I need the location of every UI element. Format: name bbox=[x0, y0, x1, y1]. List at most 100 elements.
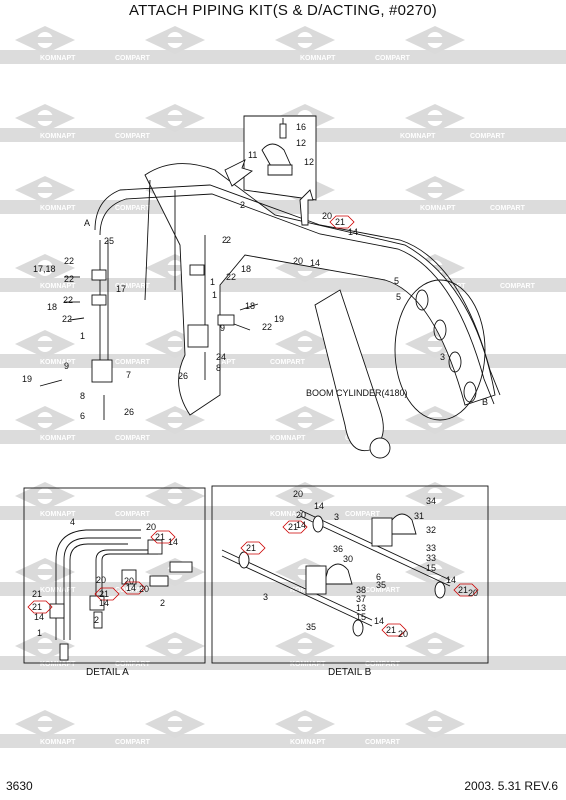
svg-text:7: 7 bbox=[126, 370, 131, 380]
svg-text:COMPART: COMPART bbox=[115, 283, 151, 290]
svg-text:2: 2 bbox=[226, 235, 231, 245]
svg-text:KOMNAPT: KOMNAPT bbox=[40, 661, 76, 668]
part-21-callout-b2: 21 bbox=[240, 541, 266, 555]
page-number: 3630 bbox=[6, 779, 33, 793]
svg-text:22: 22 bbox=[262, 322, 272, 332]
svg-text:9: 9 bbox=[220, 323, 225, 333]
svg-text:COMPART: COMPART bbox=[115, 359, 151, 366]
svg-text:20: 20 bbox=[398, 629, 408, 639]
svg-text:21: 21 bbox=[32, 589, 42, 599]
svg-text:COMPART: COMPART bbox=[115, 739, 151, 746]
svg-text:21: 21 bbox=[246, 543, 256, 553]
svg-text:6: 6 bbox=[376, 572, 381, 582]
svg-text:COMPART: COMPART bbox=[365, 587, 401, 594]
svg-text:18: 18 bbox=[47, 302, 57, 312]
svg-text:14: 14 bbox=[168, 537, 178, 547]
svg-text:KOMNAPT: KOMNAPT bbox=[40, 133, 76, 140]
svg-text:35: 35 bbox=[376, 580, 386, 590]
svg-text:KOMNAPT: KOMNAPT bbox=[40, 435, 76, 442]
svg-text:38: 38 bbox=[356, 585, 366, 595]
svg-text:KOMNAPT: KOMNAPT bbox=[270, 435, 306, 442]
part-21-callout-main: 21 bbox=[329, 215, 355, 229]
svg-text:21: 21 bbox=[335, 217, 345, 227]
page-title: ATTACH PIPING KIT(S & D/ACTING, #0270) bbox=[129, 2, 437, 19]
part-21-callout-a4: 21 bbox=[27, 600, 53, 614]
svg-text:COMPART: COMPART bbox=[115, 205, 151, 212]
detail-a-label: DETAIL A bbox=[86, 667, 129, 678]
svg-text:33: 33 bbox=[426, 543, 436, 553]
svg-text:3: 3 bbox=[334, 512, 339, 522]
svg-text:KOMNAPT: KOMNAPT bbox=[420, 205, 456, 212]
part-21-callout-b4: 21 bbox=[381, 623, 407, 637]
svg-text:22: 22 bbox=[64, 274, 74, 284]
svg-text:20: 20 bbox=[124, 576, 134, 586]
svg-text:18: 18 bbox=[245, 301, 255, 311]
detail-a: 4 20 21 14 20 21 14 20 14 20 21 21 bbox=[23, 487, 206, 664]
svg-text:KOMNAPT: KOMNAPT bbox=[270, 511, 306, 518]
svg-text:COMPART: COMPART bbox=[345, 511, 381, 518]
svg-text:14: 14 bbox=[310, 258, 320, 268]
svg-text:20: 20 bbox=[296, 510, 306, 520]
svg-text:KOMNAPT: KOMNAPT bbox=[290, 661, 326, 668]
svg-text:21: 21 bbox=[32, 602, 42, 612]
part-21-callout-a1: 21 bbox=[150, 530, 176, 544]
svg-text:25: 25 bbox=[104, 236, 114, 246]
svg-text:3: 3 bbox=[440, 352, 445, 362]
svg-text:A: A bbox=[84, 218, 90, 228]
svg-text:COMPART: COMPART bbox=[115, 435, 151, 442]
svg-text:COMPART: COMPART bbox=[490, 205, 526, 212]
svg-text:13: 13 bbox=[356, 603, 366, 613]
part-21-callout-b3: 21 bbox=[453, 583, 479, 597]
svg-text:KOMNAPT: KOMNAPT bbox=[40, 739, 76, 746]
detail-b-label: DETAIL B bbox=[328, 667, 372, 678]
svg-text:15: 15 bbox=[426, 563, 436, 573]
svg-text:22: 22 bbox=[64, 256, 74, 266]
svg-text:19: 19 bbox=[274, 314, 284, 324]
svg-text:21: 21 bbox=[155, 532, 165, 542]
svg-text:14: 14 bbox=[314, 501, 324, 511]
svg-text:COMPART: COMPART bbox=[115, 133, 151, 140]
svg-text:KOMNAPT: KOMNAPT bbox=[40, 283, 76, 290]
detail-b: 20 14 21 20 3 34 31 32 14 21 36 30 33 33… bbox=[211, 485, 489, 664]
svg-text:31: 31 bbox=[414, 511, 424, 521]
detail-a-frame bbox=[23, 487, 206, 664]
svg-text:9: 9 bbox=[64, 361, 69, 371]
svg-text:2: 2 bbox=[222, 235, 227, 245]
svg-text:COMPART: COMPART bbox=[115, 55, 151, 62]
svg-text:14: 14 bbox=[348, 227, 358, 237]
svg-text:34: 34 bbox=[426, 496, 436, 506]
svg-text:COMPART: COMPART bbox=[500, 283, 536, 290]
svg-text:12: 12 bbox=[304, 157, 314, 167]
svg-text:B: B bbox=[482, 397, 488, 407]
svg-text:4: 4 bbox=[70, 517, 75, 527]
svg-text:11: 11 bbox=[248, 150, 257, 160]
svg-text:26: 26 bbox=[124, 407, 134, 417]
svg-text:14: 14 bbox=[126, 583, 136, 593]
svg-text:3: 3 bbox=[263, 592, 268, 602]
svg-text:22: 22 bbox=[63, 295, 73, 305]
svg-text:17: 17 bbox=[116, 284, 126, 294]
revision-date: 2003. 5.31 REV.6 bbox=[464, 779, 558, 793]
svg-text:14: 14 bbox=[296, 520, 306, 530]
svg-text:KOMNAPT: KOMNAPT bbox=[300, 55, 336, 62]
svg-text:14: 14 bbox=[34, 612, 44, 622]
svg-text:37: 37 bbox=[356, 594, 366, 604]
svg-text:19: 19 bbox=[22, 374, 32, 384]
svg-text:KOMNAPT: KOMNAPT bbox=[40, 511, 76, 518]
svg-text:26: 26 bbox=[178, 371, 188, 381]
svg-text:14: 14 bbox=[446, 575, 456, 585]
part-21-callout-b1: 21 bbox=[282, 520, 308, 534]
svg-text:14: 14 bbox=[374, 616, 384, 626]
svg-text:8: 8 bbox=[80, 391, 85, 401]
svg-text:17,18: 17,18 bbox=[33, 264, 56, 274]
svg-text:2: 2 bbox=[94, 615, 99, 625]
svg-text:20: 20 bbox=[293, 489, 303, 499]
main-callouts: 16 12 11 12 2 2 20 21 14 20 14 25 22 17,… bbox=[22, 122, 488, 421]
svg-text:COMPART: COMPART bbox=[470, 133, 506, 140]
svg-text:20: 20 bbox=[293, 256, 303, 266]
svg-text:18: 18 bbox=[241, 264, 251, 274]
svg-text:COMPART: COMPART bbox=[365, 739, 401, 746]
svg-text:1: 1 bbox=[37, 628, 42, 638]
svg-text:15: 15 bbox=[356, 612, 366, 622]
svg-text:KOMNAPT: KOMNAPT bbox=[40, 587, 76, 594]
